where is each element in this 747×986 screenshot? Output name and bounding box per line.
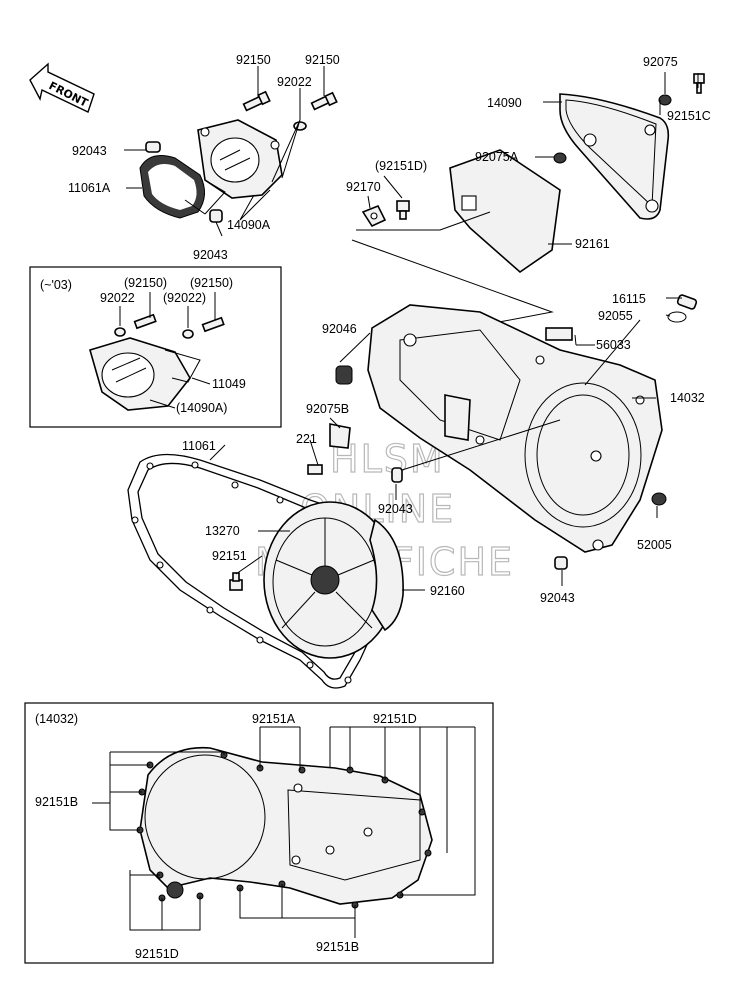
seal-icon xyxy=(651,492,667,506)
cover-14032-bolt-pattern xyxy=(139,746,433,905)
seal-92160 xyxy=(369,518,404,632)
outer-cover-14090 xyxy=(559,93,670,220)
inset-2003-label-92022-paren: (92022) xyxy=(163,291,206,305)
label-11061: 11061 xyxy=(182,439,216,453)
inset-2003-title: (~'03) xyxy=(40,278,72,292)
label-92151d-paren: (92151D) xyxy=(375,159,427,173)
label-14090: 14090 xyxy=(487,96,522,110)
insulator-92161 xyxy=(449,149,561,274)
grommet-icon xyxy=(658,94,672,106)
label-92043-c: 92043 xyxy=(378,502,413,516)
bracket-92075b xyxy=(329,423,351,449)
main-cover-14032 xyxy=(367,304,663,553)
label-92055: 92055 xyxy=(598,309,633,323)
washer-icon xyxy=(114,327,126,337)
housing-14090a-early xyxy=(89,337,201,411)
dowel-pin-icon xyxy=(391,467,403,483)
gasket-11061 xyxy=(127,453,386,689)
label-14090a: 14090A xyxy=(227,218,271,232)
inset-14032-box xyxy=(24,702,494,964)
inset-leader-lines xyxy=(92,726,476,938)
inset-2003-label-14090a-paren: (14090A) xyxy=(176,401,227,415)
label-92151: 92151 xyxy=(212,549,247,563)
label-92075a: 92075A xyxy=(475,150,519,164)
inset-14032-label-92151a: 92151A xyxy=(252,712,296,726)
inset-2003-label-92150-paren: (92150) xyxy=(124,276,167,290)
front-arrow-icon: FRONT xyxy=(29,62,95,113)
label-92043-b: 92043 xyxy=(193,248,228,262)
label-92160: 92160 xyxy=(430,584,465,598)
dowel-pin-icon xyxy=(554,556,568,570)
inset-14032-label-92151b-left: 92151B xyxy=(35,795,78,809)
housing-14090a xyxy=(197,119,283,199)
bolt-icon xyxy=(307,464,323,475)
label-92022: 92022 xyxy=(277,75,312,89)
label-92161: 92161 xyxy=(575,237,610,251)
bolt-icon xyxy=(133,313,157,330)
gasket-11061a xyxy=(139,155,205,219)
bolt-icon xyxy=(242,90,271,112)
label-92046: 92046 xyxy=(322,322,357,336)
label-221: 221 xyxy=(296,432,317,446)
label-56033: 56033 xyxy=(596,338,631,352)
label-92150-b: 92150 xyxy=(305,53,340,67)
clamp-92170 xyxy=(361,204,387,228)
bolt-icon xyxy=(229,572,243,591)
label-92075b: 92075B xyxy=(306,402,349,416)
inset-14032-label-92151d-bottom: 92151D xyxy=(135,947,179,961)
label-14032: 14032 xyxy=(670,391,705,405)
label-92075: 92075 xyxy=(643,55,678,69)
o-ring-icon xyxy=(667,311,687,323)
bolt-icon xyxy=(310,91,338,111)
inset-2003-box xyxy=(29,266,282,428)
label-92170: 92170 xyxy=(346,180,381,194)
label-plate-icon xyxy=(545,327,573,341)
label-52005: 52005 xyxy=(637,538,672,552)
label-11061a: 11061A xyxy=(68,181,111,195)
inset-14032-title: (14032) xyxy=(35,712,78,726)
dowel-pin-icon xyxy=(145,141,161,153)
inset-14032-label-92151b-bottom: 92151B xyxy=(316,940,359,954)
inset-2003-label-11049: 11049 xyxy=(212,377,246,391)
inset-2003-label-92150-b: (92150) xyxy=(190,276,233,290)
bushing-92046 xyxy=(335,365,353,385)
label-92151c: 92151C xyxy=(667,109,711,123)
washer-icon xyxy=(182,329,194,339)
inset-14032-label-92151d-top: 92151D xyxy=(373,712,417,726)
bolt-icon xyxy=(396,200,410,220)
label-13270: 13270 xyxy=(205,524,240,538)
label-16115: 16115 xyxy=(612,292,646,306)
dowel-pin-icon xyxy=(209,209,223,223)
label-92150-a: 92150 xyxy=(236,53,271,67)
plug-16115 xyxy=(676,294,698,310)
bolt-icon xyxy=(693,73,705,94)
label-92043-d: 92043 xyxy=(540,591,575,605)
bolt-icon xyxy=(201,316,225,333)
grommet-icon xyxy=(553,152,567,164)
label-92043-a: 92043 xyxy=(72,144,107,158)
inset-2003-label-92022: 92022 xyxy=(100,291,135,305)
